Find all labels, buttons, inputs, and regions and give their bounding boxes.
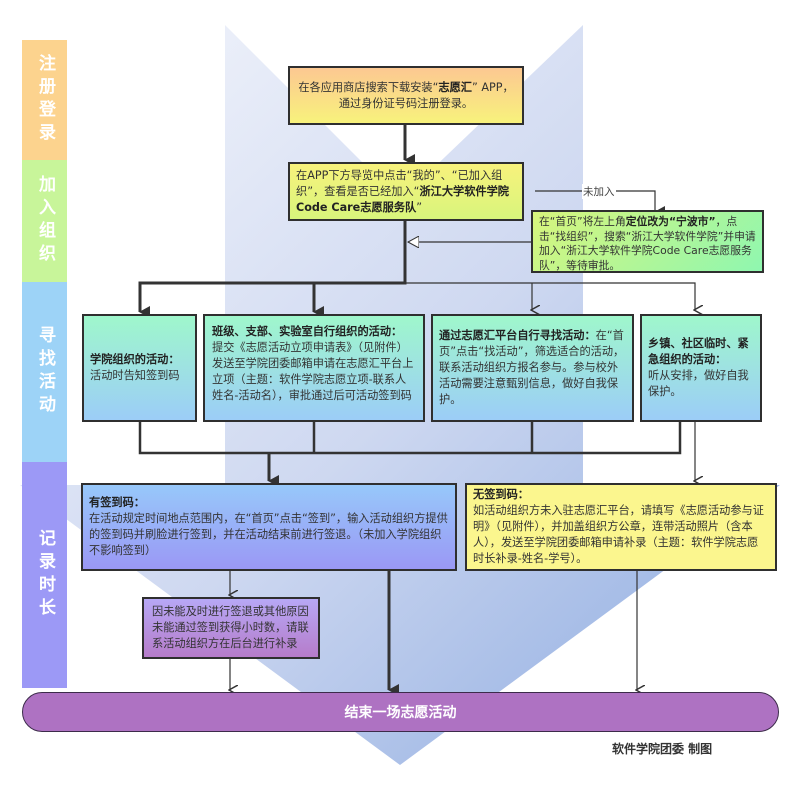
box-college-activity: 学院组织的活动： 活动时告知签到码 [82, 314, 197, 422]
box-platform-activity: 通过志愿汇平台自行寻找活动：在“首页”点击“找活动”，筛选适合的活动，联系活动组… [431, 314, 634, 422]
end-label: 结束一场志愿活动 [344, 705, 457, 721]
end-bar: 结束一场志愿活动 [22, 692, 779, 732]
box-no-code: 无签到码： 如活动组织方未入驻志愿汇平台，请填写《志愿活动参与证明》（见附件），… [465, 483, 777, 571]
box-town-activity: 乡镇、社区临时、紧急组织的活动： 听从安排，做好自我保护。 [640, 314, 762, 422]
stage-join-org-label: 加入组织 [35, 175, 55, 267]
stage-record-hours: 记录时长 [22, 462, 67, 688]
box-with-code: 有签到码： 在活动规定时间地点范围内，在“首页”点击“签到”，输入活动组织方提供… [81, 483, 457, 571]
box-self-org-activity: 班级、支部、实验室自行组织的活动： 提交《志愿活动立项申请表》（见附件）发送至学… [203, 314, 425, 422]
stage-record-hours-label: 记录时长 [35, 529, 55, 621]
stage-register-label: 注册登录 [35, 54, 55, 146]
box-supplement: 因未能及时进行签退或其他原因未能通过签到获得小时数，请联系活动组织方在后台进行补… [142, 597, 320, 659]
box-check-org: 在APP下方导览中点击“我的”、“已加入组织”，查看是否已经加入“浙江大学软件学… [288, 162, 524, 221]
credit: 软件学院团委 制图 [612, 742, 713, 756]
stage-register: 注册登录 [22, 40, 67, 160]
stage-join-org: 加入组织 [22, 160, 67, 282]
stage-find-activity-label: 寻找活动 [35, 326, 55, 418]
box-register: 在各应用商店搜索下载安装“志愿汇” APP，通过身份证号码注册登录。 [288, 66, 524, 125]
stage-find-activity: 寻找活动 [22, 282, 67, 462]
box-join-org: 在“首页”将左上角定位改为“宁波市”，点击“找组织”，搜索“浙江大学软件学院”并… [531, 210, 764, 273]
edge-label-not-joined: 未加入 [582, 184, 616, 199]
